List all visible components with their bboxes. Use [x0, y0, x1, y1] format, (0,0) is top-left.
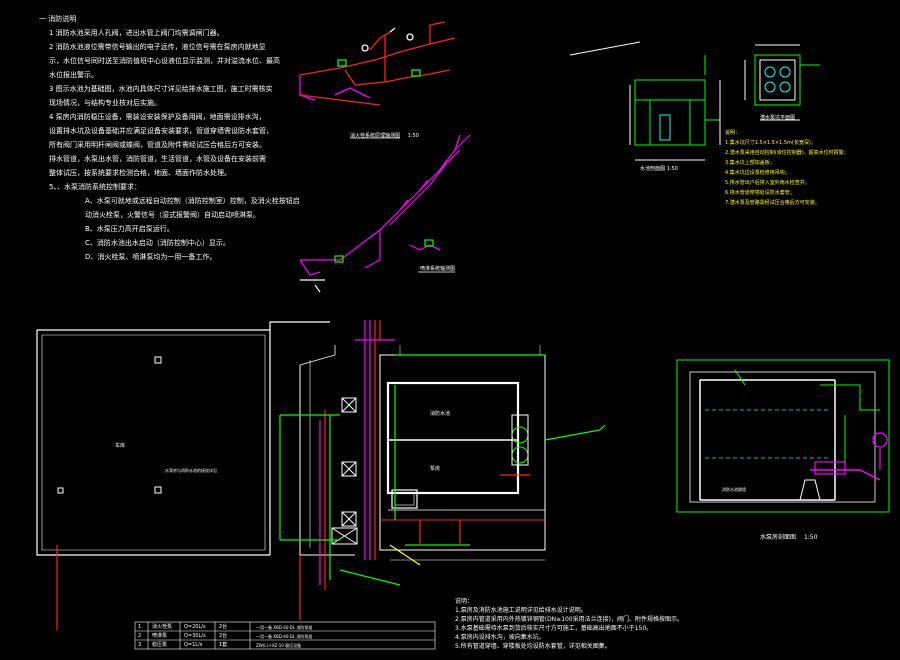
axon1-title-text: 消火栓系统原理轴测图	[350, 133, 401, 139]
note-line: 设置排水坑及设备基础并应满足设备安装要求，管道穿墙需设防水套管，	[49, 127, 273, 135]
pump-room-label: 泵房	[430, 466, 441, 472]
table-cell: Q=20L/s	[184, 624, 206, 630]
pit-note-line: 3.集水坑上部加盖板；	[725, 160, 775, 166]
axon2-title: 喷淋系统轴测图	[420, 266, 456, 272]
plan-room-note: 水泵房与消防水池的接驳详见	[165, 468, 217, 473]
notes-subtitle: 5、、水泵消防系统控制要求：	[49, 183, 141, 191]
axon1-scale: 1:50	[407, 133, 419, 139]
note-line: A、水泵可就地或远程自动控制（消防控制室）控制，及消火栓按钮启	[85, 197, 300, 205]
note-line: 4 泵房内消防稳压设备，需装设安装保护及备用阀，地面需设排水沟，	[49, 113, 266, 121]
note-line: 所有阀门采用明杆闸阀或蝶阀，管道及附件需经试压合格后方可安装。	[49, 141, 266, 149]
axon1-title: 消火栓系统原理轴测图 1:50	[350, 132, 419, 139]
note-line: 3 图示水池为基础图，水池内具体尺寸详见给排水施工图，施工时需核实	[49, 85, 273, 93]
table-cell: Q=1L/s	[184, 642, 203, 648]
table-col-remark: 一用一备 XBD-40-DL 消防泵组 一用一备 XBD-40-DL 消防泵组 …	[256, 623, 312, 650]
pool-label: 消防水池	[430, 411, 451, 417]
pool-section-detail	[569, 41, 721, 161]
table-cell: 2台	[219, 633, 228, 639]
pit-note-line: 6.排水管道穿墙处设防水套管；	[725, 190, 795, 196]
table-col-name: 消火栓泵 喷淋泵 稳压泵	[152, 623, 172, 650]
general-notes: 一 消防说明 1 消防水池采用人孔阀，进出水管上阀门均需调闸门器。 2 消防水池…	[35, 12, 300, 264]
bottom-notes-title: 说明：	[455, 598, 474, 605]
side-box-title-text: 水泵房剖面图	[760, 534, 797, 541]
plan-room-label: 车库	[115, 443, 126, 449]
note-line: 整体试压，按系统要求检测合格，地面、墙面作防水处理。	[49, 169, 231, 177]
note-line: 2 消防水池液位需带信号输出的电子远传，液位信号需在泵房内就地显	[49, 43, 266, 51]
dimension-marks	[390, 345, 545, 561]
pit-note-line: 7.潜水泵及管路需经试压合格后方可安装。	[725, 200, 820, 206]
pit-notes-title: 说明：	[725, 130, 741, 136]
side-box-title: 水泵房剖面图 1:50	[760, 532, 817, 541]
wall-label: 消防水池隔墙	[722, 487, 746, 492]
pump-room-section	[676, 359, 890, 513]
table-cell: 稳压泵	[152, 642, 168, 648]
table-col-no: 1 2 3	[138, 623, 141, 650]
note-line: D、消火栓泵、喷淋泵均为一用一备工作。	[85, 253, 217, 261]
pit-plan-title: 潜水泵坑平面图	[760, 115, 796, 121]
pit-note-line: 4.集水坑边设泵检修用吊钩；	[725, 170, 790, 176]
side-box-scale: 1:50	[803, 534, 818, 541]
table-cell: 2	[138, 633, 142, 639]
pit-note-line: 1.集水坑尺寸1.5×1.5×1.5m(长宽深)；	[725, 140, 816, 146]
bottom-note-line: 4.泵房内设排水沟，坡向集水坑。	[455, 634, 545, 641]
sprinkler-axonometric	[299, 134, 471, 293]
table-cell: Q=30L/s	[184, 633, 206, 639]
bottom-note-line: 3.水泵基础需待水泵到货后核实尺寸方可施工，基础高出地面不小于150。	[455, 625, 653, 632]
table-cell: 1	[138, 624, 142, 630]
pit-note-line: 2.潜水泵采用自动控制(液位控制器)，超高水位时报警；	[725, 150, 849, 156]
schedule-table	[134, 621, 436, 650]
table-cell: 2台	[219, 624, 228, 630]
table-cell: 一用一备 XBD-40-DL 消防泵组	[256, 634, 313, 639]
note-line: C、消防水池出水启动（消防控制中心）显示。	[85, 239, 230, 247]
table-cell: ZW(L)-I-XZ-10 稳压设备	[256, 643, 302, 648]
bottom-note-line: 1.泵房及消防水池施工说明详见给排水设计说明。	[455, 607, 587, 614]
pit-note-line: 5.排水管出户后排入室外雨水检查井；	[725, 180, 810, 186]
pool-section-title: 水池剖面图 1:50	[640, 166, 678, 172]
note-line: 排水管道，水泵出水管，消防管道，生活管道，水管及设备在安装前需	[49, 155, 266, 163]
note-line: 示，水位信号同时送至消防值班中心设液位显示监测，并对溢流水位、最高	[49, 57, 280, 65]
note-line: B、水泵压力高开启泵运行。	[85, 225, 174, 233]
pit-notes: 说明： 1.集水坑尺寸1.5×1.5×1.5m(长宽深)； 2.潜水泵采用自动控…	[725, 128, 849, 208]
table-cell: 消火栓泵	[152, 624, 173, 630]
hydrant-axonometric	[299, 21, 456, 106]
table-cell: 3	[138, 642, 142, 648]
pit-plan-detail	[744, 44, 820, 121]
bottom-notes: 说明： 1.泵房及消防水池施工说明详见给排水设计说明。 2.泵房内管道采用内外热…	[455, 597, 755, 651]
table-col-spec: Q=20L/s Q=30L/s Q=1L/s	[184, 623, 206, 650]
bottom-note-line: 2.泵房内管道采用内外热镀锌钢管(DN≥100采用法兰连接)，阀门、附件规格按图…	[455, 616, 683, 623]
note-line: 现场情况，与结构专业核对后实施。	[49, 99, 161, 107]
table-cell: 1套	[219, 642, 228, 648]
table-cell: 喷淋泵	[152, 633, 168, 639]
table-cell: 一用一备 XBD-40-DL 消防泵组	[256, 625, 313, 630]
general-notes-title: 一 消防说明	[39, 15, 77, 23]
note-line: 动消火栓泵，火警信号（湿式报警阀）自动启动喷淋泵。	[85, 211, 260, 219]
bottom-note-line: 5.所有管道穿墙、穿楼板处均设防水套管，详见相关图集。	[455, 643, 611, 650]
note-line: 1 消防水池采用人孔阀，进出水管上阀门均需调闸门器。	[49, 29, 224, 37]
note-line: 水位报出警示。	[49, 71, 98, 79]
table-col-qty: 2台 2台 1套	[219, 623, 227, 650]
floor-plan	[36, 321, 546, 556]
plan-pipes	[56, 320, 606, 630]
